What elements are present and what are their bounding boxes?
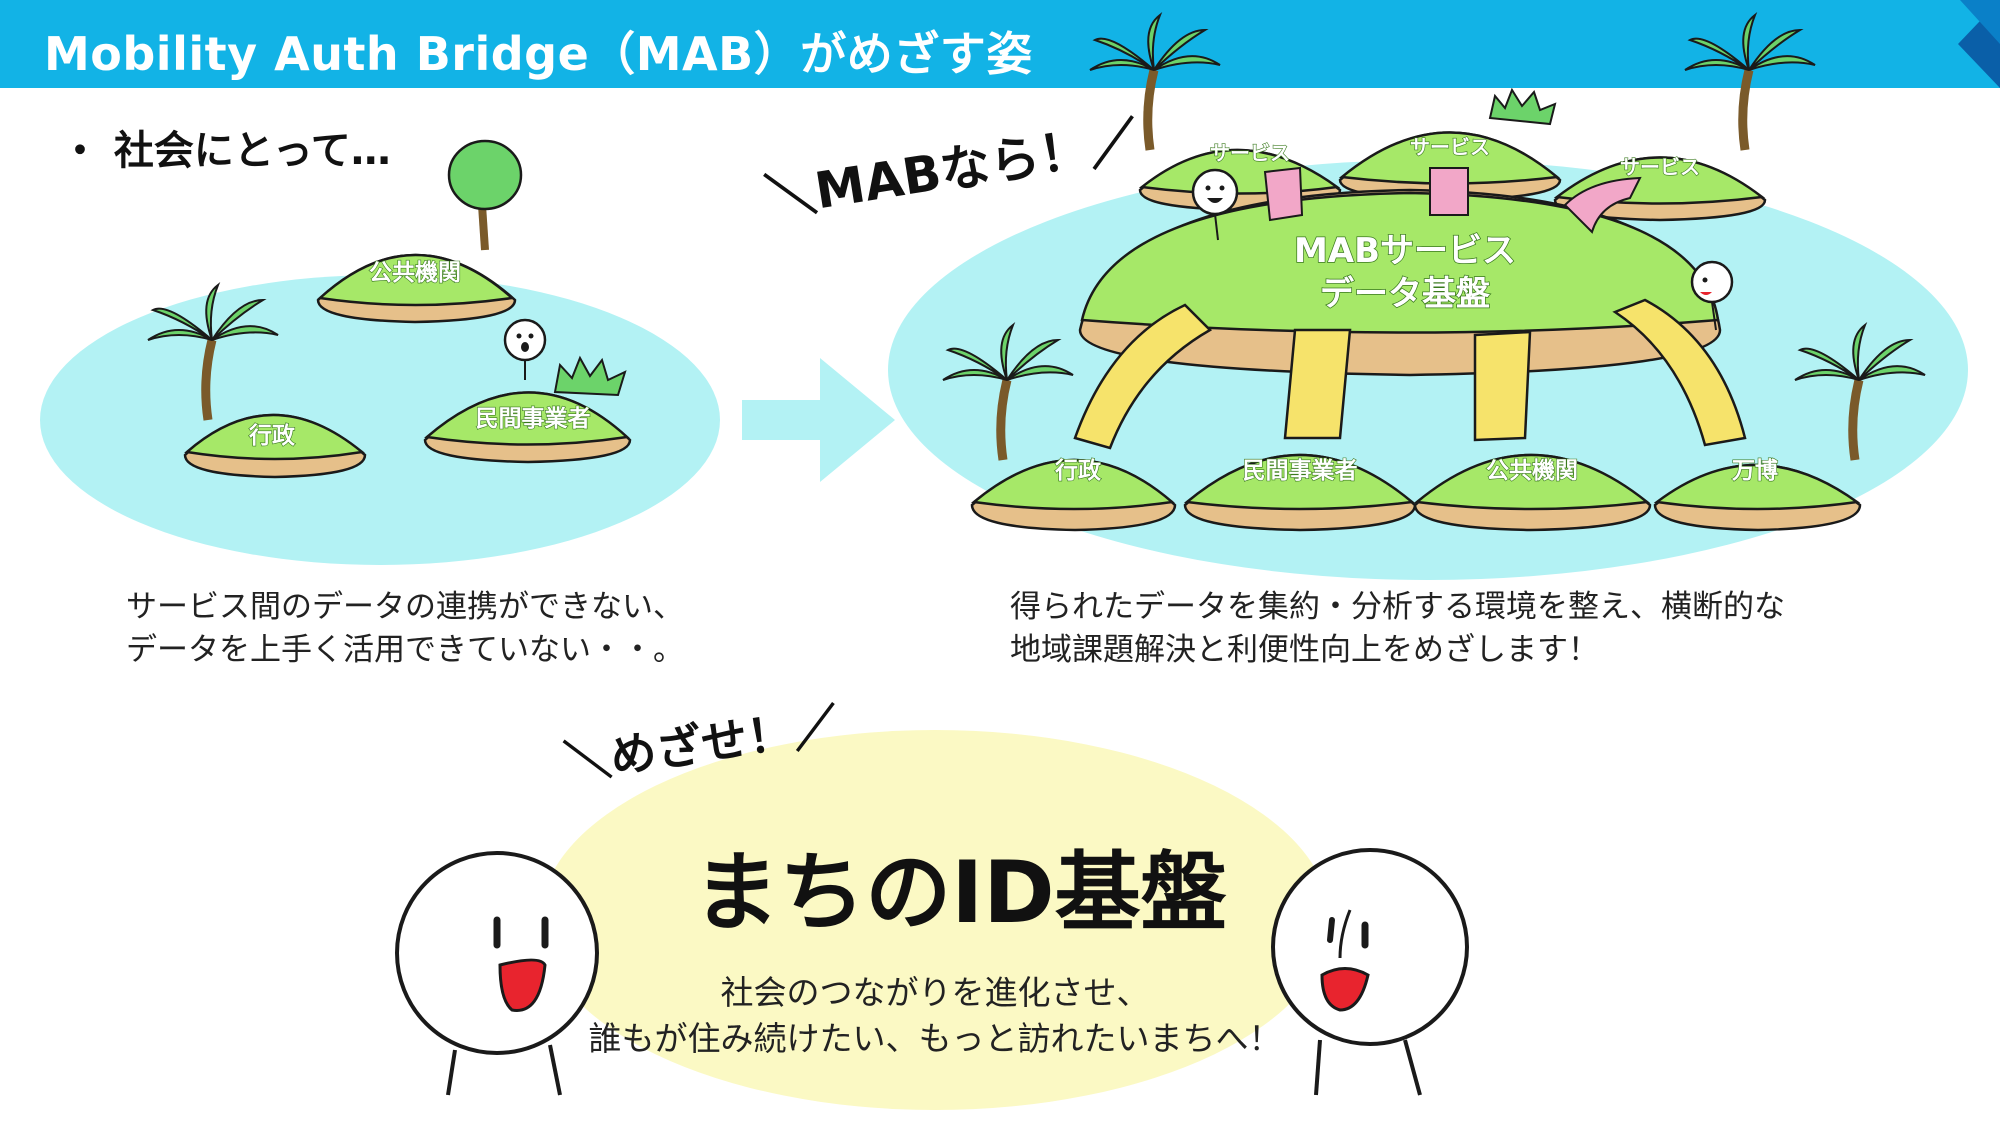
left-scene: 公共機関 行政 民間事業者 — [40, 141, 720, 565]
service-label-3: サービス — [1620, 155, 1700, 179]
left-caption: サービス間のデータの連携ができない、 データを上手く活用できていない・・。 — [120, 586, 690, 672]
left-caption-line: データを上手く活用できていない・・。 — [120, 629, 690, 672]
island-public: 公共機関 — [318, 255, 515, 322]
tree-icon — [449, 141, 521, 250]
service-label-2: サービス — [1410, 135, 1490, 159]
main-title: まちのID基盤 — [600, 822, 1320, 947]
vision-line: 誰もが住み続けたい、もっと訪れたいまちへ！ — [560, 1016, 1310, 1062]
palm-tree-icon — [1685, 15, 1815, 150]
bush-icon — [1490, 90, 1555, 124]
vision-text: 社会のつながりを進化させ、 誰もが住み続けたい、もっと訪れたいまちへ！ — [560, 970, 1310, 1062]
arrow-right-icon — [742, 358, 895, 482]
left-caption-line: サービス間のデータの連携ができない、 — [120, 586, 690, 629]
hub-label-line2: データ基盤 — [1320, 274, 1490, 314]
island-label-private: 民間事業者 — [476, 405, 591, 432]
island-label-gov: 行政 — [248, 422, 296, 449]
right-caption: 得られたデータを集約・分析する環境を整え、横断的な 地域課題解決と利便性向上をめ… — [1010, 586, 1890, 672]
bottom-label-public: 公共機関 — [1486, 458, 1578, 484]
right-caption-line: 地域課題解決と利便性向上をめざします！ — [1010, 629, 1890, 672]
service-label-1: サービス — [1210, 141, 1290, 165]
bottom-label-private: 民間事業者 — [1243, 457, 1358, 484]
right-caption-line: 得られたデータを集約・分析する環境を整え、横断的な — [1010, 586, 1890, 629]
bottom-label-expo: 万博 — [1732, 457, 1778, 484]
right-scene: サービス サービス サービス MABサービス データ基盤 — [888, 15, 1968, 580]
bottom-label-gov: 行政 — [1054, 457, 1102, 484]
vision-line: 社会のつながりを進化させ、 — [560, 970, 1310, 1016]
island-label-public: 公共機関 — [369, 260, 461, 286]
hub-label-line1: MABサービス — [1294, 231, 1516, 271]
